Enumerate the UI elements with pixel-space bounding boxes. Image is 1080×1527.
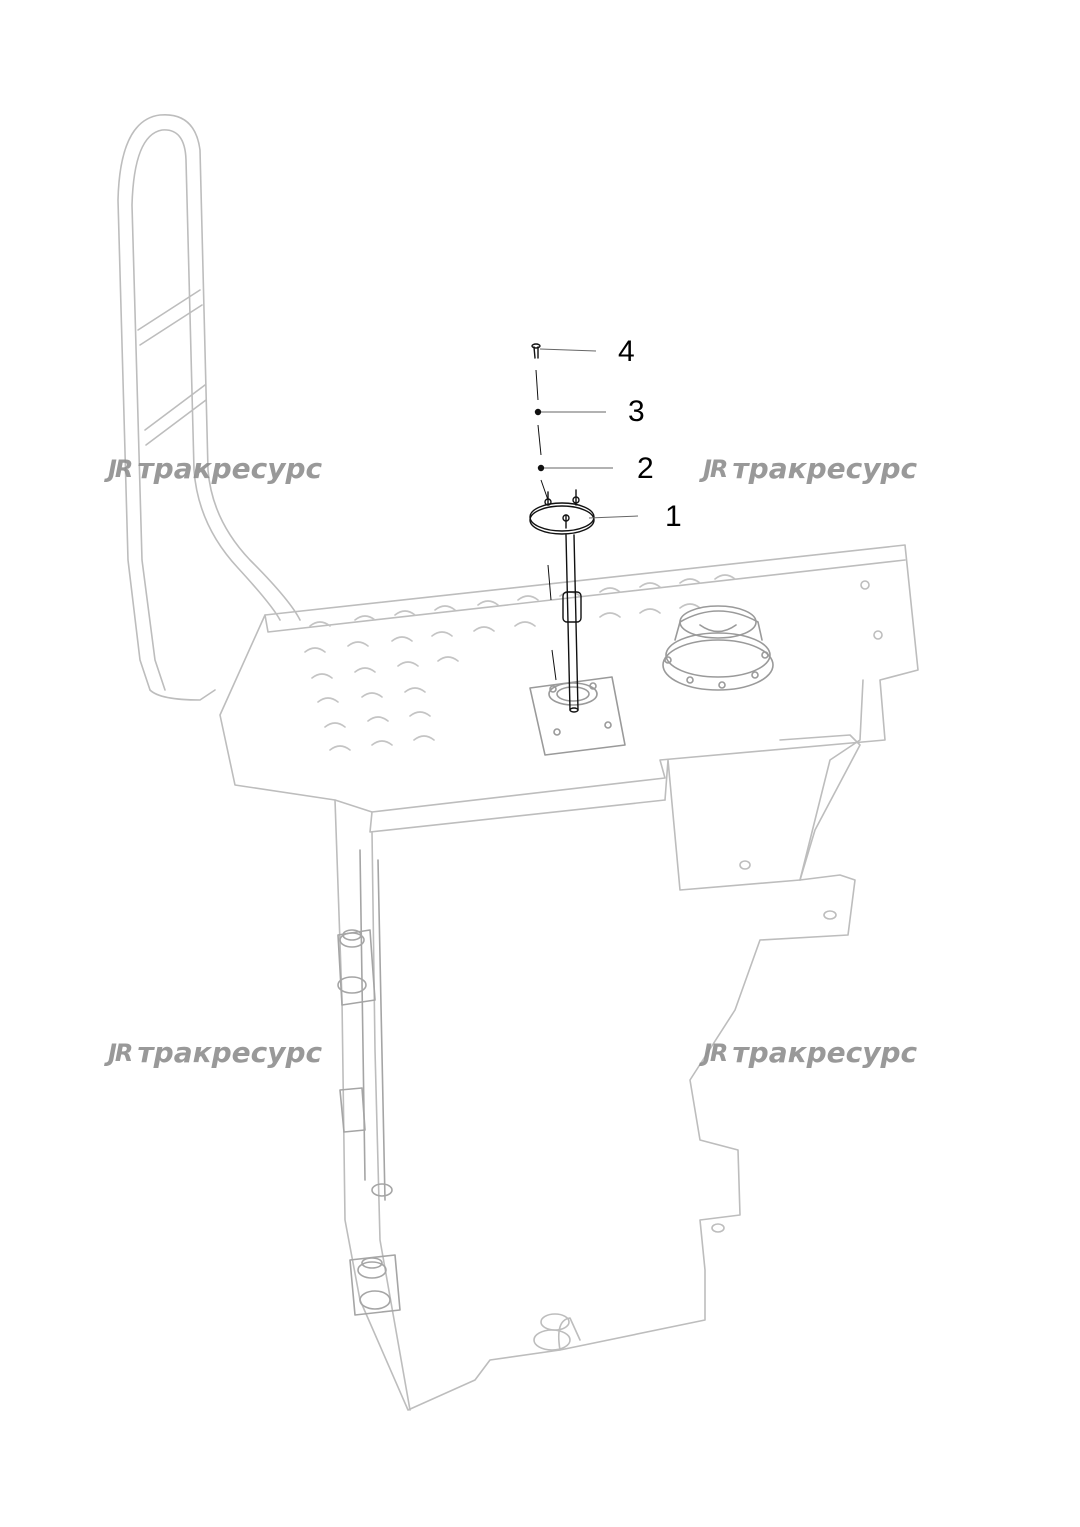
deck-dimples <box>304 574 736 751</box>
tank-body <box>334 679 864 1411</box>
watermark: JR тракресурс <box>108 1036 322 1069</box>
filler-cap <box>662 605 774 691</box>
sensor-mount-plate <box>529 676 626 756</box>
watermark-text: тракресурс <box>732 1036 918 1069</box>
watermark-logo: JR <box>703 454 728 483</box>
leader-lines <box>539 348 639 519</box>
callout-2: 2 <box>637 452 654 485</box>
watermark-text: тракресурс <box>732 452 918 485</box>
watermark-logo: JR <box>108 454 133 483</box>
watermark-logo: JR <box>703 1038 728 1067</box>
watermark: JR тракресурс <box>703 452 917 485</box>
watermark-text: тракресурс <box>137 1036 323 1069</box>
handrail <box>117 114 301 701</box>
watermark: JR тракресурс <box>108 452 322 485</box>
callout-3: 3 <box>628 395 645 428</box>
watermark-text: тракресурс <box>137 452 323 485</box>
fuel-level-sensor <box>529 489 595 713</box>
side-brackets <box>337 849 401 1316</box>
exploded-fasteners <box>531 343 545 472</box>
watermark-logo: JR <box>108 1038 133 1067</box>
callout-1: 1 <box>665 500 682 533</box>
top-deck-plate <box>219 544 919 833</box>
assembly-axis-line <box>535 369 557 681</box>
watermark: JR тракресурс <box>703 1036 917 1069</box>
callout-4: 4 <box>618 335 635 368</box>
